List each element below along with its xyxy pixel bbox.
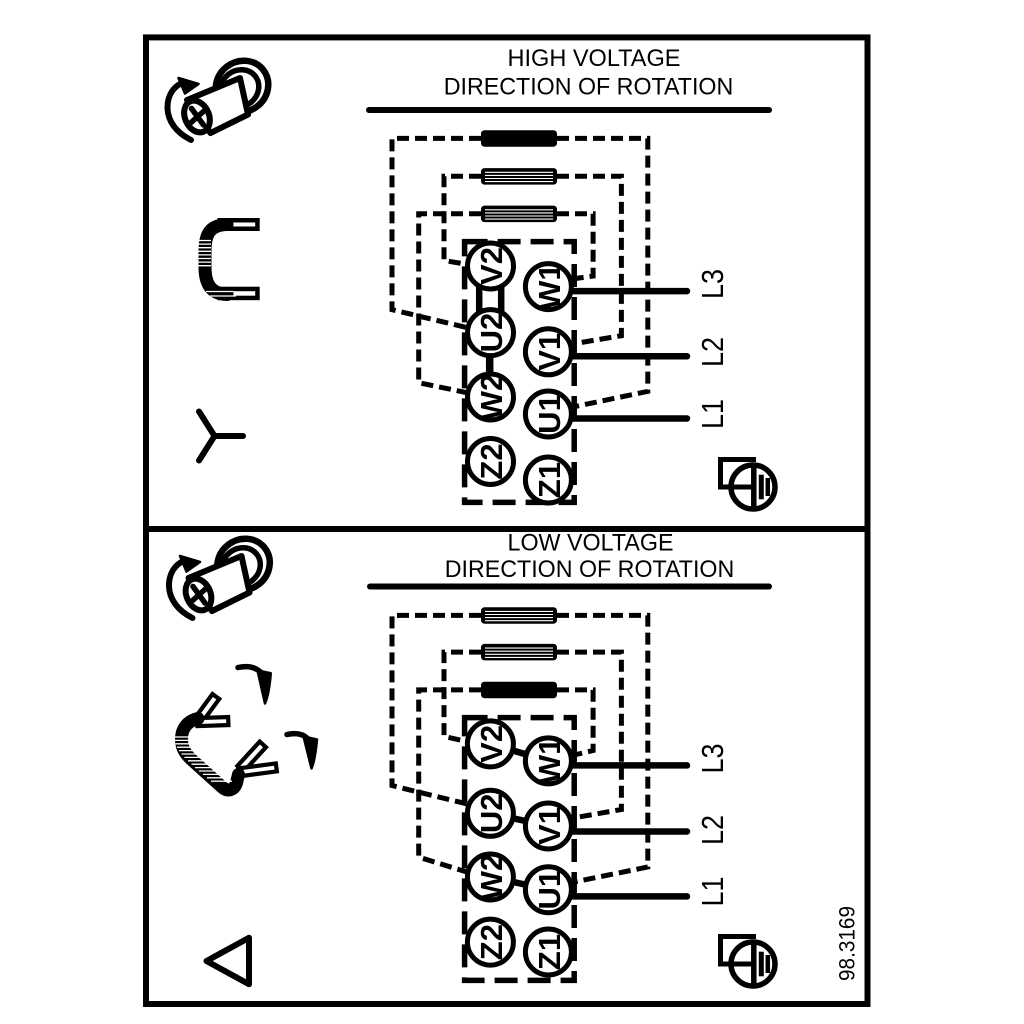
lv-terminal-u2 — [464, 787, 516, 839]
lv-supply-lines: L3 L2 L1 — [567, 744, 730, 907]
hv-terminal-u1 — [522, 388, 574, 440]
lv-terminal-z1 — [522, 926, 574, 978]
lv-terminal-z2-label: Z2 — [474, 924, 509, 960]
star-connection-icon — [196, 408, 246, 464]
hv-terminal-z2-label: Z2 — [474, 443, 509, 479]
lv-title-line2: DIRECTION OF ROTATION — [445, 556, 735, 583]
hv-wire-u-left — [389, 135, 481, 331]
lv-title-line1: LOW VOLTAGE — [508, 530, 674, 557]
hv-terminal-u2-label: U2 — [474, 313, 509, 353]
lv-wire-u-left — [389, 612, 481, 807]
lv-terminal-w2-label: W2 — [474, 854, 509, 901]
hv-terminal-w2-label: W2 — [474, 374, 509, 421]
hv-terminal-u2 — [465, 307, 516, 359]
hv-wire-v-right — [557, 173, 624, 348]
doc-number: 98.3169 — [835, 906, 860, 981]
lv-terminal-v2 — [464, 718, 516, 770]
hv-terminal-v2 — [465, 240, 516, 292]
panel-low-voltage: LOW VOLTAGE DIRECTION OF ROTATION — [169, 528, 775, 986]
hv-coil-u — [481, 130, 557, 147]
lv-winding-wires — [389, 612, 651, 886]
hv-title-line2: DIRECTION OF ROTATION — [444, 74, 734, 101]
figure-border — [143, 34, 871, 1007]
lv-terminal-w2 — [464, 851, 516, 903]
hv-terminals: V2 U2 W2 Z2 W1 V1 U1 Z1 — [465, 240, 574, 506]
lv-label-l1: L1 — [695, 877, 730, 907]
lv-wire-w-left — [416, 687, 481, 876]
hv-terminal-u1-label: U1 — [532, 394, 567, 434]
lv-wire-u-right — [557, 612, 651, 886]
hv-supply-lines: L3 L2 L1 — [567, 269, 730, 429]
lv-terminal-v2-label: V2 — [474, 725, 509, 763]
hv-wire-w-left — [416, 211, 481, 396]
lv-coil-w — [481, 681, 557, 699]
panel-high-voltage: HIGH VOLTAGE DIRECTION OF ROTATION — [167, 45, 775, 509]
lv-terminal-w1-label: W1 — [532, 738, 567, 785]
hv-wire-u-right — [557, 135, 651, 411]
hv-wire-w-right — [557, 211, 596, 282]
terminal-jumper-icon — [192, 218, 260, 301]
lv-wire-v-left — [441, 649, 481, 745]
lv-wire-w-right — [557, 687, 596, 759]
hv-label-l3: L3 — [695, 269, 730, 299]
hv-title-line1: HIGH VOLTAGE — [508, 45, 681, 72]
lv-terminal-u1 — [522, 864, 574, 916]
hv-winding-wires — [389, 135, 651, 411]
hv-wire-v-left — [441, 173, 481, 268]
lv-terminal-z1-label: Z1 — [532, 934, 567, 970]
lv-terminal-u2-label: U2 — [474, 793, 509, 833]
lv-coil-u — [480, 606, 558, 625]
hv-coil-v — [480, 167, 558, 186]
hv-terminal-z1-label: Z1 — [532, 462, 567, 498]
hv-terminal-w2 — [465, 371, 516, 423]
lv-terminals: V2 U2 W2 Z2 W1 V1 U1 Z1 — [464, 718, 574, 978]
hv-terminal-v1 — [522, 326, 574, 378]
lv-terminal-w1 — [522, 735, 574, 787]
hv-terminal-v1-label: V1 — [532, 333, 567, 371]
lv-terminal-z2 — [464, 916, 516, 968]
hv-terminal-z2 — [465, 436, 516, 487]
hv-terminal-z1 — [522, 454, 574, 506]
hv-label-l1: L1 — [695, 399, 730, 429]
hv-label-l2: L2 — [695, 337, 730, 367]
lv-label-l2: L2 — [695, 815, 730, 845]
lv-coil-v — [480, 643, 558, 661]
delta-connection-icon — [203, 934, 252, 988]
hv-terminal-block — [461, 238, 577, 506]
lv-terminal-v1-label: V1 — [532, 807, 567, 845]
hv-terminal-w1 — [522, 261, 574, 313]
jumper-reposition-icon — [174, 663, 319, 797]
hv-terminal-v2-label: V2 — [474, 247, 509, 285]
hv-terminal-w1-label: W1 — [532, 263, 567, 310]
lv-terminal-block — [461, 714, 577, 984]
lv-label-l3: L3 — [695, 744, 730, 774]
hv-coil-w — [480, 205, 558, 223]
lv-terminal-u1-label: U1 — [532, 870, 567, 910]
lv-terminal-v1 — [522, 800, 574, 852]
